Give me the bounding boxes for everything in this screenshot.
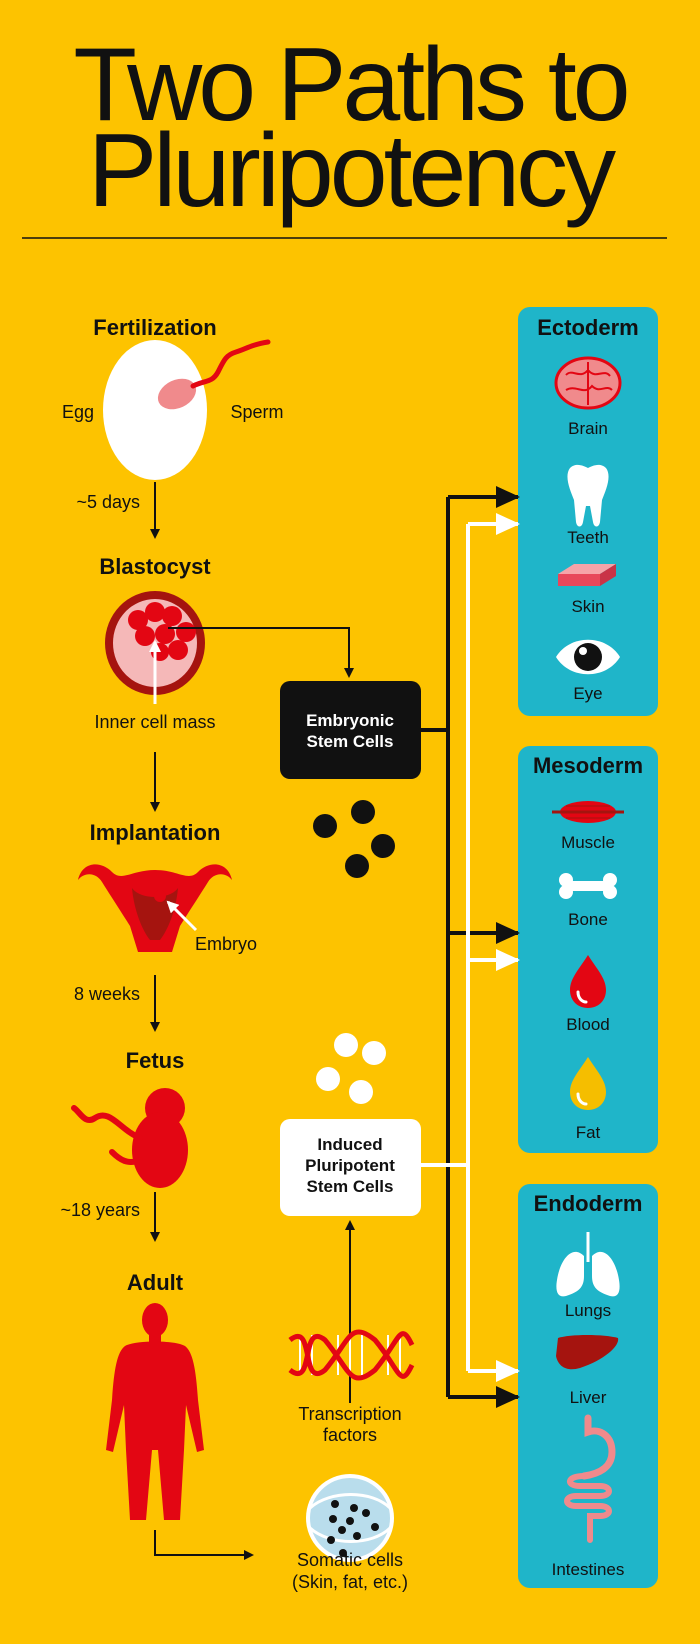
embryo-label: Embryo — [195, 934, 257, 954]
esc-connectors — [421, 486, 520, 1408]
blastocyst-icon — [105, 591, 205, 704]
ectoderm-box — [518, 307, 658, 716]
brain-icon — [554, 356, 622, 410]
somatic-line-2: (Skin, fat, etc.) — [292, 1572, 408, 1592]
mesoderm-box — [518, 746, 658, 1153]
title-line-2: Pluripotency — [88, 113, 616, 229]
ipsc-cells-icon — [316, 1033, 386, 1104]
blastocyst-to-esc-arrow — [168, 627, 354, 678]
fat-drop-icon — [570, 1057, 606, 1110]
organ-lungs: Lungs — [565, 1301, 611, 1320]
ipsc-line-2: Pluripotent — [305, 1156, 395, 1175]
fetus-icon — [71, 1088, 188, 1188]
intestines-icon — [564, 1414, 616, 1543]
step-5-days: ~5 days — [76, 492, 140, 512]
ectoderm-title: Ectoderm — [537, 315, 638, 340]
muscle-icon — [552, 801, 624, 823]
skin-icon — [558, 564, 616, 586]
esc-line-1: Embryonic — [306, 711, 394, 730]
egg-label: Egg — [62, 402, 94, 422]
ipsc-line-1: Induced — [317, 1135, 382, 1154]
endoderm-title: Endoderm — [534, 1191, 643, 1216]
stage-implantation: Implantation — [90, 820, 221, 845]
organ-skin: Skin — [571, 597, 604, 616]
step-18-years: ~18 years — [60, 1200, 140, 1220]
egg-sperm-icon — [103, 339, 271, 480]
somatic-line-1: Somatic cells — [297, 1550, 403, 1570]
organ-muscle: Muscle — [561, 833, 615, 852]
esc-cells-icon — [313, 800, 395, 878]
stage-adult: Adult — [127, 1270, 184, 1295]
inner-cell-mass-label: Inner cell mass — [94, 712, 215, 732]
transcription-line-1: Transcription — [298, 1404, 401, 1424]
tooth-icon — [567, 464, 609, 527]
stage-blastocyst: Blastocyst — [99, 554, 211, 579]
organ-liver: Liver — [570, 1388, 607, 1407]
eye-icon — [556, 639, 620, 675]
organ-intestines: Intestines — [552, 1560, 625, 1579]
embryonic-stem-cells-box — [280, 681, 421, 779]
sperm-label: Sperm — [230, 402, 283, 422]
organ-eye: Eye — [573, 684, 602, 703]
organ-blood: Blood — [566, 1015, 609, 1034]
lungs-icon — [556, 1232, 620, 1297]
blood-drop-icon — [570, 955, 606, 1008]
stage-fertilization: Fertilization — [93, 315, 216, 340]
induced-pluripotent-stem-cells-box — [280, 1119, 421, 1216]
ipsc-connectors — [421, 513, 520, 1382]
adult-to-somatic-arrow — [154, 1530, 254, 1560]
title-line-1: Two Paths to — [73, 27, 626, 143]
organ-fat: Fat — [576, 1123, 601, 1142]
bone-icon — [559, 873, 617, 899]
adult-body-icon — [106, 1303, 204, 1520]
mesoderm-title: Mesoderm — [533, 753, 643, 778]
uterus-icon — [78, 864, 232, 952]
organ-bone: Bone — [568, 910, 608, 929]
endoderm-box — [518, 1184, 658, 1588]
esc-line-2: Stem Cells — [307, 732, 394, 751]
organ-brain: Brain — [568, 419, 608, 438]
dna-icon — [288, 1329, 415, 1381]
step-8-weeks: 8 weeks — [74, 984, 140, 1004]
liver-icon — [556, 1335, 619, 1370]
organ-teeth: Teeth — [567, 528, 609, 547]
stage-fetus: Fetus — [126, 1048, 185, 1073]
transcription-line-2: factors — [323, 1425, 377, 1445]
ipsc-line-3: Stem Cells — [307, 1177, 394, 1196]
petri-dish-icon — [306, 1474, 394, 1562]
